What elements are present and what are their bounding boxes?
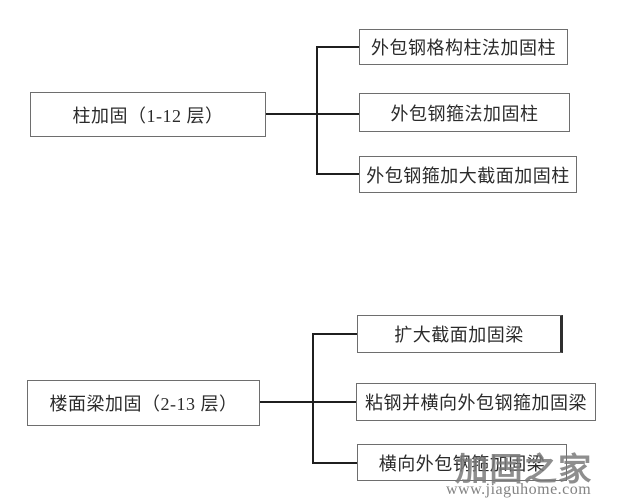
connector-s2-branch-bottom xyxy=(312,462,357,464)
child-node-steel-hoop-column: 外包钢箍法加固柱 xyxy=(359,93,570,132)
root-node-beam-reinforcement: 楼面梁加固（2-13 层） xyxy=(27,380,260,426)
child-node-steel-hoop-enlarged-section-column: 外包钢箍加大截面加固柱 xyxy=(359,156,577,193)
connector-s2-root-to-middle xyxy=(260,401,357,403)
child-node-steel-lattice-column: 外包钢格构柱法加固柱 xyxy=(359,29,568,65)
connector-s1-vertical xyxy=(316,46,318,175)
connector-s2-vertical xyxy=(312,333,314,464)
connector-s1-root-to-middle xyxy=(266,113,359,115)
root-node-column-reinforcement: 柱加固（1-12 层） xyxy=(30,92,266,137)
connector-s2-branch-top xyxy=(312,333,357,335)
child-node-enlarged-section-beam: 扩大截面加固梁 xyxy=(357,315,563,353)
watermark-brand-text: 加固之家 xyxy=(455,451,593,487)
child-node-transverse-steel-hoop-beam: 横向外包钢箍加固梁 xyxy=(357,444,567,481)
connector-s1-branch-top xyxy=(316,46,359,48)
child-node-bonded-steel-hoop-beam: 粘钢并横向外包钢箍加固梁 xyxy=(356,383,596,421)
watermark-url-text: www.jiaguhome.com xyxy=(446,481,592,498)
connector-s1-branch-bottom xyxy=(316,173,359,175)
